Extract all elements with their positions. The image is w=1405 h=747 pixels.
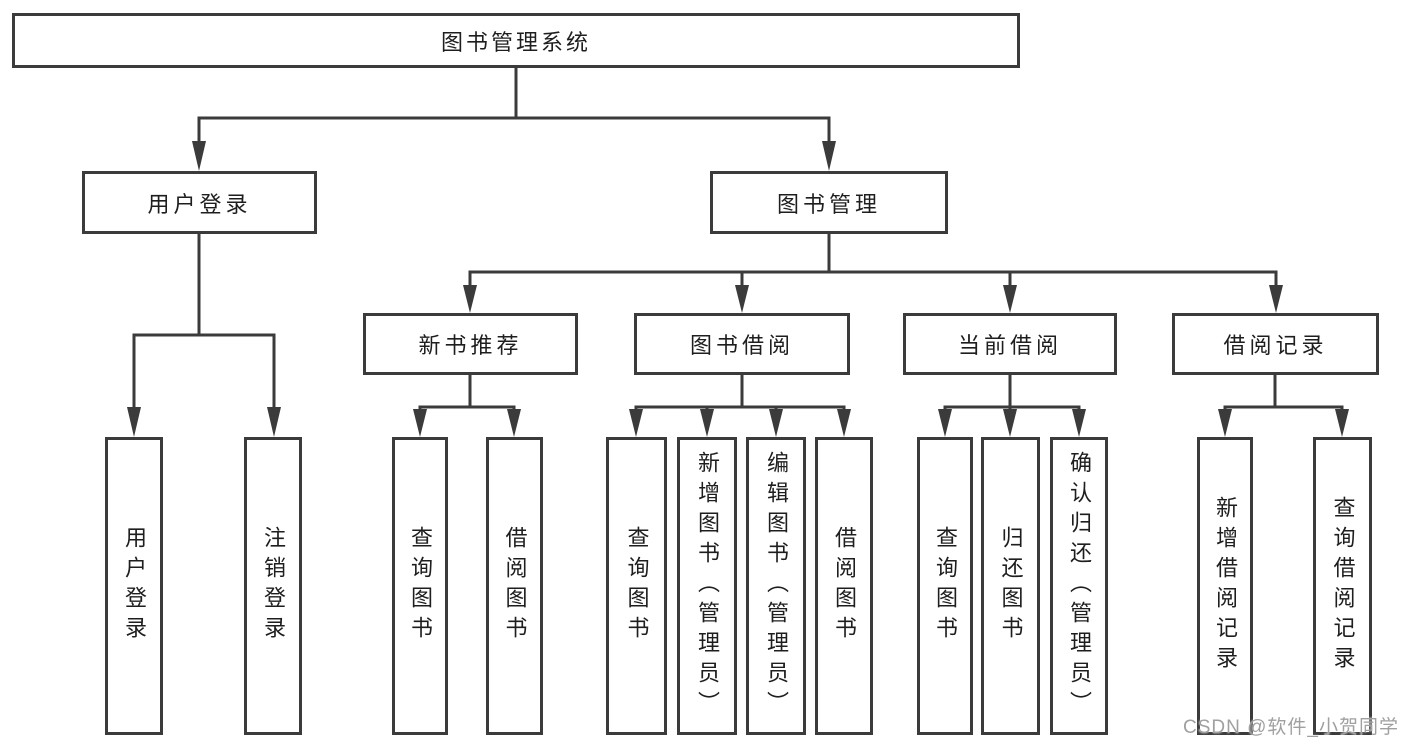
node-leaf-edit-book-admin: 编辑图书（管理员）: [746, 437, 806, 735]
node-leaf-add-borrow-record: 新增借阅记录: [1197, 437, 1253, 735]
node-leaf-return-book: 归还图书: [981, 437, 1040, 735]
node-book-borrowing: 图书借阅: [634, 313, 850, 375]
node-leaf-logout-label: 注销登录: [261, 526, 286, 646]
node-current-borrowing-label: 当前借阅: [957, 333, 1062, 358]
node-book-management: 图书管理: [710, 171, 948, 234]
node-book-management-label: 图书管理: [776, 191, 881, 217]
node-leaf-confirm-return-admin: 确认归还（管理员）: [1050, 437, 1108, 735]
node-leaf-logout: 注销登录: [244, 437, 302, 735]
node-leaf-add-borrow-record-label: 新增借阅记录: [1213, 496, 1238, 676]
node-leaf-query-books-borrow-label: 查询图书: [624, 526, 650, 646]
node-leaf-query-books-borrow: 查询图书: [606, 437, 667, 735]
node-leaf-edit-book-admin-label: 编辑图书（管理员）: [764, 451, 789, 721]
node-new-book-recommend-label: 新书推荐: [418, 333, 523, 358]
node-library-system-label: 图书管理系统: [440, 29, 591, 55]
node-leaf-query-books-newbooks: 查询图书: [392, 437, 448, 735]
node-leaf-add-book-admin-label: 新增图书（管理员）: [695, 451, 720, 721]
node-leaf-add-book-admin: 新增图书（管理员）: [677, 437, 737, 735]
node-leaf-return-book-label: 归还图书: [998, 526, 1024, 646]
node-borrowing-records-label: 借阅记录: [1223, 333, 1328, 358]
node-user-login: 用户登录: [82, 171, 317, 234]
node-leaf-query-books-newbooks-label: 查询图书: [408, 526, 433, 646]
node-leaf-borrow-books-newbooks: 借阅图书: [486, 437, 543, 735]
node-current-borrowing: 当前借阅: [903, 313, 1117, 375]
watermark: CSDN @软件_小贺同学: [1183, 717, 1399, 738]
arrowhead-icons: [127, 141, 1349, 437]
node-borrowing-records: 借阅记录: [1172, 313, 1379, 375]
node-leaf-query-borrow-record: 查询借阅记录: [1313, 437, 1372, 735]
node-leaf-borrow-books-borrow-label: 借阅图书: [832, 526, 857, 646]
node-leaf-user-login: 用户登录: [105, 437, 163, 735]
node-leaf-query-borrow-record-label: 查询借阅记录: [1330, 496, 1356, 676]
node-leaf-query-books-current: 查询图书: [917, 437, 973, 735]
node-leaf-borrow-books-newbooks-label: 借阅图书: [502, 526, 528, 646]
node-book-borrowing-label: 图书借阅: [689, 333, 794, 358]
node-library-system: 图书管理系统: [12, 13, 1020, 68]
node-leaf-query-books-current-label: 查询图书: [933, 526, 958, 646]
node-user-login-label: 用户登录: [147, 191, 252, 217]
node-leaf-confirm-return-admin-label: 确认归还（管理员）: [1067, 451, 1092, 721]
node-new-book-recommend: 新书推荐: [363, 313, 578, 375]
node-leaf-borrow-books-borrow: 借阅图书: [815, 437, 873, 735]
node-leaf-user-login-label: 用户登录: [122, 526, 147, 646]
